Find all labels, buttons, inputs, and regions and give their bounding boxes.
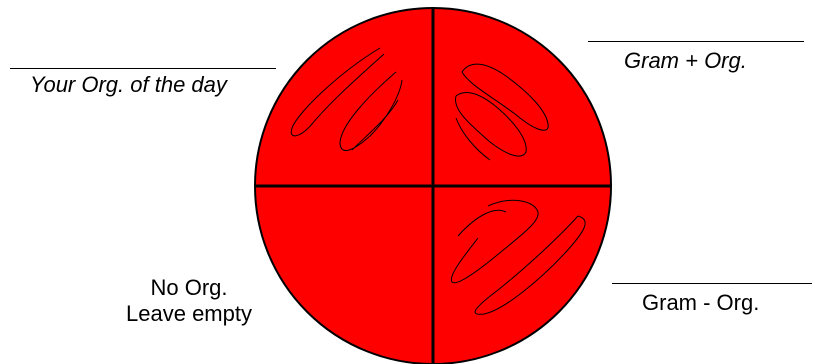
label-gram-negative-org: Gram - Org. [642,290,759,316]
top-right-label-underline [588,41,804,42]
top-left-label-underline [10,68,276,69]
label-gram-positive-org: Gram + Org. [624,48,747,74]
bottom-right-label-underline [612,283,812,284]
label-your-org-of-the-day: Your Org. of the day [30,72,227,98]
label-leave-empty: Leave empty [114,301,264,327]
label-no-org: No Org. [114,275,264,301]
